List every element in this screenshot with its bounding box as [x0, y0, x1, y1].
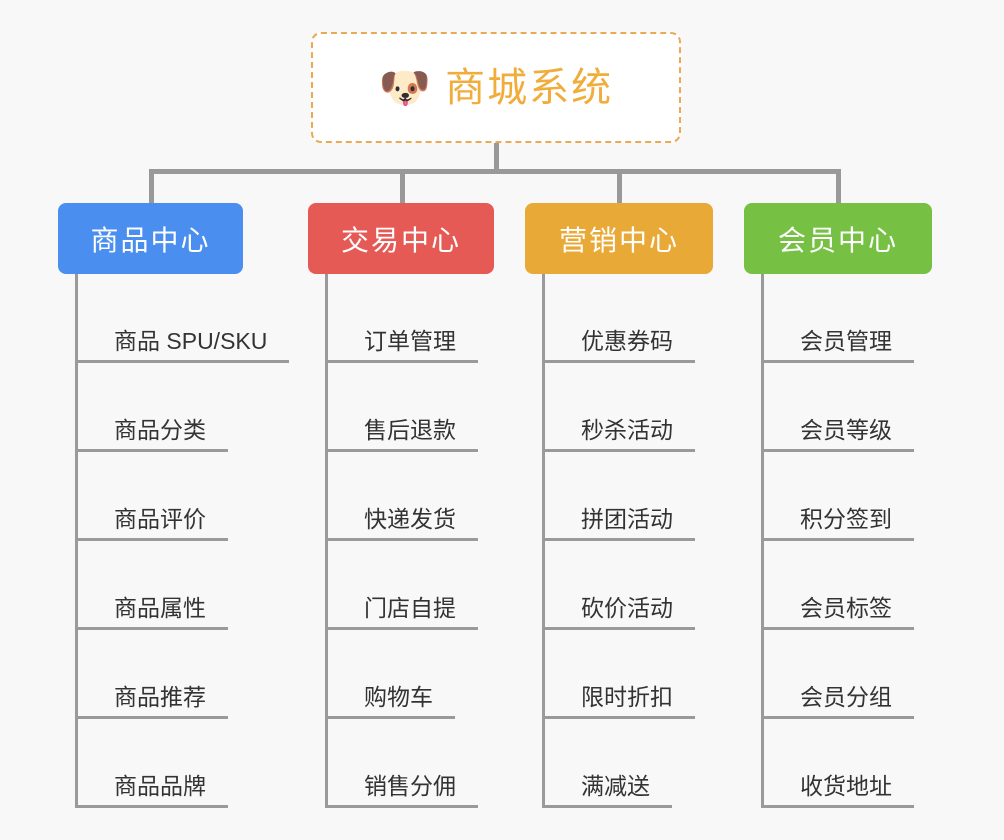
- list-item[interactable]: 商品属性: [78, 541, 305, 630]
- connector-drop-4: [836, 169, 841, 203]
- leaf-label: 商品推荐: [78, 684, 228, 719]
- category-column-marketing: 营销中心 优惠券码 秒杀活动 拼团活动 砍价活动 限时折扣 满减送: [525, 203, 772, 808]
- category-label: 会员中心: [777, 224, 898, 256]
- connector-horizontal-bar: [149, 169, 840, 174]
- leaf-label: 会员管理: [764, 328, 914, 363]
- leaf-list-marketing: 优惠券码 秒杀活动 拼团活动 砍价活动 限时折扣 满减送: [542, 274, 772, 808]
- category-label: 商品中心: [90, 224, 211, 256]
- connector-root-stem: [494, 143, 499, 171]
- leaf-label: 优惠券码: [545, 328, 695, 363]
- leaf-label: 砍价活动: [545, 595, 695, 630]
- leaf-label: 商品分类: [78, 417, 228, 452]
- root-node[interactable]: 🐶 商城系统: [311, 32, 681, 143]
- leaf-label: 限时折扣: [545, 684, 695, 719]
- list-item[interactable]: 购物车: [328, 630, 555, 719]
- leaf-label: 满减送: [545, 773, 672, 808]
- list-item[interactable]: 商品评价: [78, 452, 305, 541]
- shiba-dog-face-icon: 🐶: [378, 63, 432, 111]
- list-item[interactable]: 优惠券码: [545, 274, 772, 363]
- category-header-marketing[interactable]: 营销中心: [525, 203, 713, 274]
- list-item[interactable]: 门店自提: [328, 541, 555, 630]
- leaf-list-member: 会员管理 会员等级 积分签到 会员标签 会员分组 收货地址: [761, 274, 991, 808]
- list-item[interactable]: 收货地址: [764, 719, 991, 808]
- category-column-member: 会员中心 会员管理 会员等级 积分签到 会员标签 会员分组 收货地址: [744, 203, 991, 808]
- leaf-label: 收货地址: [764, 773, 914, 808]
- leaf-label: 订单管理: [328, 328, 478, 363]
- list-item[interactable]: 拼团活动: [545, 452, 772, 541]
- leaf-label: 门店自提: [328, 595, 478, 630]
- leaf-label: 会员等级: [764, 417, 914, 452]
- category-header-trade[interactable]: 交易中心: [308, 203, 494, 274]
- leaf-list-trade: 订单管理 售后退款 快递发货 门店自提 购物车 销售分佣: [325, 274, 555, 808]
- leaf-label: 会员分组: [764, 684, 914, 719]
- list-item[interactable]: 砍价活动: [545, 541, 772, 630]
- list-item[interactable]: 限时折扣: [545, 630, 772, 719]
- leaf-list-product: 商品 SPU/SKU 商品分类 商品评价 商品属性 商品推荐 商品品牌: [75, 274, 305, 808]
- root-title: 商城系统: [445, 65, 614, 110]
- leaf-label: 销售分佣: [328, 773, 478, 808]
- category-header-member[interactable]: 会员中心: [744, 203, 932, 274]
- list-item[interactable]: 会员等级: [764, 363, 991, 452]
- connector-drop-2: [400, 169, 405, 203]
- list-item[interactable]: 会员分组: [764, 630, 991, 719]
- list-item[interactable]: 快递发货: [328, 452, 555, 541]
- leaf-label: 会员标签: [764, 595, 914, 630]
- list-item[interactable]: 秒杀活动: [545, 363, 772, 452]
- leaf-label: 秒杀活动: [545, 417, 695, 452]
- leaf-label: 商品 SPU/SKU: [78, 328, 290, 363]
- leaf-label: 购物车: [328, 684, 455, 719]
- list-item[interactable]: 商品品牌: [78, 719, 305, 808]
- list-item[interactable]: 会员管理: [764, 274, 991, 363]
- category-label: 营销中心: [558, 224, 679, 256]
- list-item[interactable]: 满减送: [545, 719, 772, 808]
- leaf-label: 积分签到: [764, 506, 914, 541]
- leaf-label: 拼团活动: [545, 506, 695, 541]
- leaf-label: 商品评价: [78, 506, 228, 541]
- connector-drop-3: [617, 169, 622, 203]
- list-item[interactable]: 会员标签: [764, 541, 991, 630]
- category-label: 交易中心: [340, 224, 461, 256]
- category-column-trade: 交易中心 订单管理 售后退款 快递发货 门店自提 购物车 销售分佣: [308, 203, 555, 808]
- list-item[interactable]: 积分签到: [764, 452, 991, 541]
- leaf-label: 商品品牌: [78, 773, 228, 808]
- leaf-label: 售后退款: [328, 417, 478, 452]
- category-header-product[interactable]: 商品中心: [58, 203, 243, 274]
- leaf-label: 快递发货: [328, 506, 478, 541]
- leaf-label: 商品属性: [78, 595, 228, 630]
- list-item[interactable]: 售后退款: [328, 363, 555, 452]
- list-item[interactable]: 订单管理: [328, 274, 555, 363]
- category-column-product: 商品中心 商品 SPU/SKU 商品分类 商品评价 商品属性 商品推荐 商品品牌: [58, 203, 305, 808]
- list-item[interactable]: 销售分佣: [328, 719, 555, 808]
- list-item[interactable]: 商品 SPU/SKU: [78, 274, 305, 363]
- connector-drop-1: [149, 169, 154, 203]
- list-item[interactable]: 商品推荐: [78, 630, 305, 719]
- list-item[interactable]: 商品分类: [78, 363, 305, 452]
